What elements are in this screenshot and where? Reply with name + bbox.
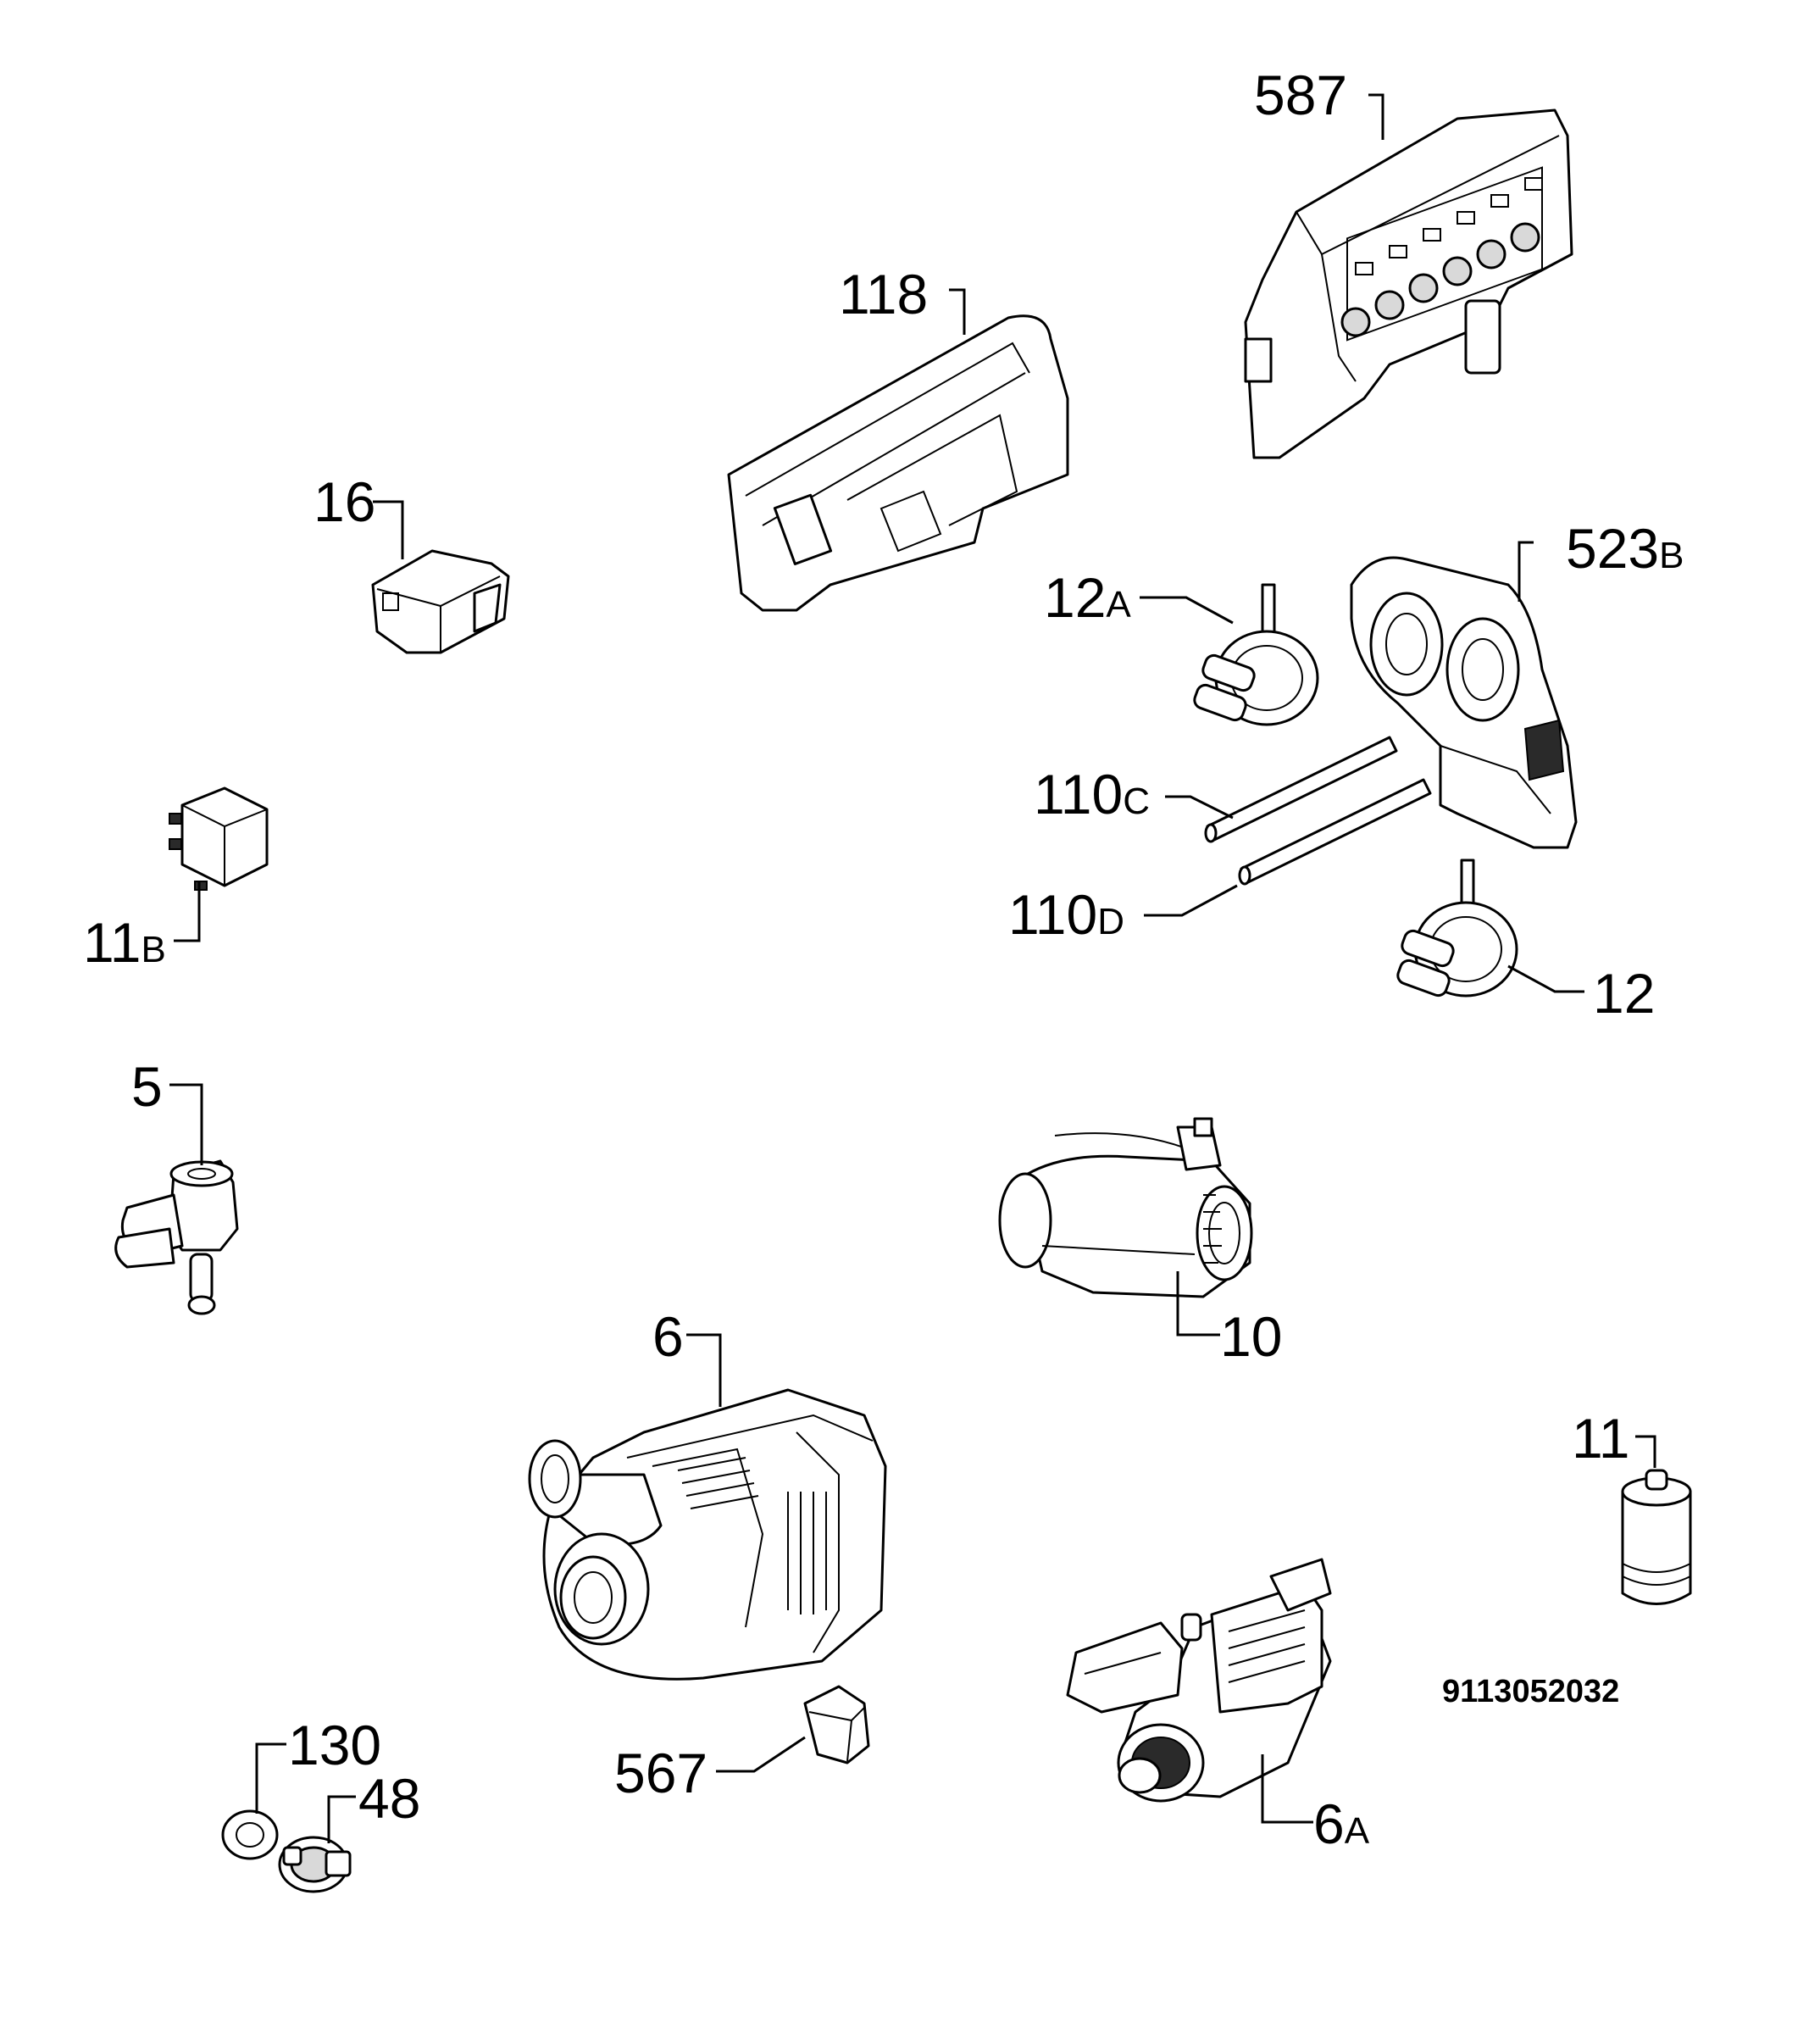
part-10-heater: 10	[998, 1117, 1282, 1368]
label-110c: 110C	[1034, 763, 1150, 825]
part-110d-tube: 110D	[1008, 778, 1432, 946]
part-587-control-module: 587	[1244, 64, 1573, 459]
label-16: 16	[314, 470, 375, 533]
part-110c-tube: 110C	[1034, 736, 1398, 843]
label-6a: 6A	[1313, 1792, 1370, 1855]
label-130: 130	[288, 1714, 381, 1776]
label-110d: 110D	[1008, 883, 1124, 946]
connector-array	[1340, 177, 1543, 337]
label-48: 48	[358, 1767, 420, 1830]
part-6a-drain-pump: 6A	[1066, 1558, 1370, 1855]
part-567-clip: 567	[614, 1685, 870, 1804]
part-11b-relay: 11B	[83, 786, 269, 974]
label-523b: 523B	[1566, 517, 1684, 580]
motor-coil	[1228, 1609, 1306, 1683]
part-5-inlet-valve: 5	[114, 1055, 239, 1315]
part-11-capacitor: 11	[1572, 1407, 1692, 1605]
part-12a-pressure-switch: 12A	[1044, 566, 1319, 726]
label-5: 5	[131, 1055, 163, 1118]
label-11: 11	[1572, 1407, 1630, 1470]
motor-winding	[677, 1457, 827, 1614]
label-12: 12	[1593, 962, 1655, 1025]
part-48-plug: 48	[278, 1767, 420, 1893]
part-523b-housing: 523B	[1350, 517, 1684, 849]
part-118-panel: 118	[727, 263, 1069, 612]
part-16-switch: 16	[314, 470, 510, 654]
label-118: 118	[839, 263, 928, 325]
label-12a: 12A	[1044, 566, 1131, 629]
diagram-reference-number: 9113052032	[1442, 1674, 1619, 1709]
label-567: 567	[614, 1742, 707, 1804]
part-6-pump-motor: 6	[528, 1305, 887, 1681]
part-12-pressure-switch: 12	[1396, 859, 1655, 1025]
label-11b: 11B	[83, 911, 166, 974]
label-10: 10	[1220, 1305, 1282, 1368]
part-130-seal: 130	[221, 1714, 381, 1860]
label-587: 587	[1254, 64, 1347, 126]
label-6: 6	[652, 1305, 684, 1368]
